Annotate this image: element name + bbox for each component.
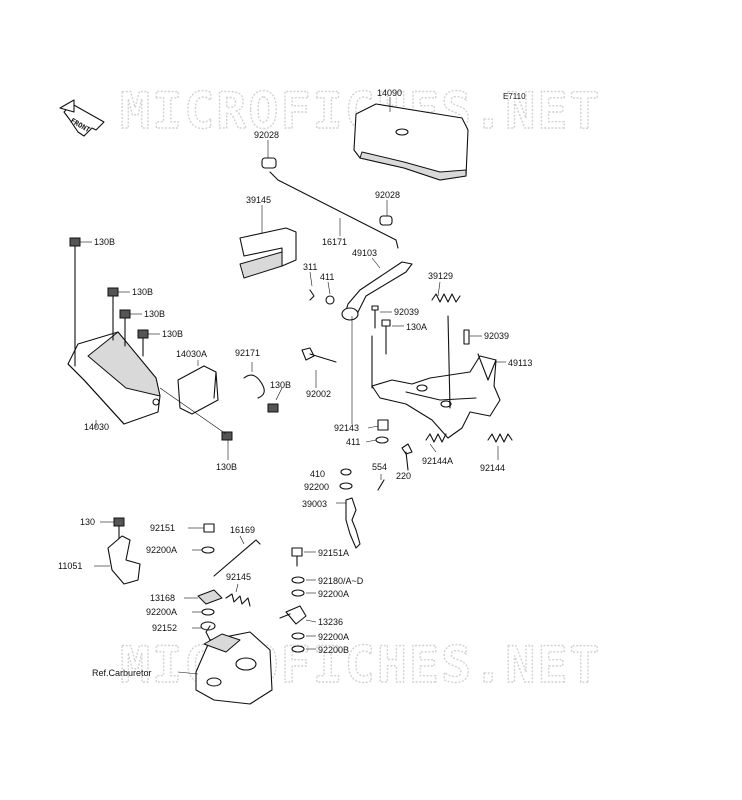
part-92151A-screw — [291, 547, 316, 567]
label-220: 220 — [396, 471, 411, 481]
part-92143-collar — [367, 419, 389, 431]
label-13236: 13236 — [318, 617, 343, 627]
part-13236-lever — [279, 605, 317, 625]
label-130B-5: 130B — [270, 380, 291, 390]
part-554-pin — [377, 474, 385, 491]
part-16171-rod — [269, 171, 399, 249]
label-92039-right: 92039 — [484, 331, 509, 341]
label-49113: 49113 — [508, 358, 532, 368]
part-39129-spring — [431, 281, 461, 303]
label-92200-mid: 92200 — [304, 482, 329, 492]
label-92002: 92002 — [306, 389, 331, 399]
part-16169-rod — [213, 535, 261, 577]
part-92145-spring — [225, 583, 251, 607]
part-92002-bolt — [301, 347, 337, 388]
label-554: 554 — [372, 462, 387, 472]
label-92143: 92143 — [334, 423, 359, 433]
label-92200A-4: 92200A — [318, 632, 349, 642]
part-92180-washer — [291, 576, 316, 584]
label-92151: 92151 — [150, 523, 175, 533]
part-411-washer-lower — [365, 436, 389, 444]
part-130A-bolt — [381, 319, 404, 355]
label-14030A: 14030A — [176, 349, 207, 359]
part-39145-pad — [239, 205, 297, 279]
label-130B-2: 130B — [132, 287, 153, 297]
label-92144A: 92144A — [422, 456, 453, 466]
part-92151-screw — [188, 523, 215, 533]
label-130B-4: 130B — [162, 329, 183, 339]
label-92028-top: 92028 — [254, 130, 279, 140]
part-49103-lever — [341, 257, 413, 321]
label-92171: 92171 — [235, 348, 260, 358]
label-130: 130 — [80, 517, 95, 527]
part-92200A-washer-2 — [192, 608, 215, 616]
part-130B-bolt-6 — [159, 387, 233, 460]
label-130B-6: 130B — [216, 462, 237, 472]
label-ref-carburetor: Ref.Carburetor — [92, 668, 152, 678]
part-92152-screw — [192, 621, 216, 631]
part-92028-clip-mid — [379, 200, 393, 226]
part-92144A-spring — [425, 433, 447, 453]
part-14030A-bracket — [177, 360, 219, 415]
label-92200A-3: 92200A — [318, 589, 349, 599]
part-13168-plate — [184, 589, 223, 605]
label-92200A-1: 92200A — [146, 545, 177, 555]
label-13168: 13168 — [150, 593, 175, 603]
label-39129: 39129 — [428, 271, 453, 281]
label-92180: 92180/A~D — [318, 576, 364, 586]
part-411-washer-upper — [325, 281, 335, 305]
part-220-screw — [401, 443, 413, 471]
part-130B-bolt-4 — [137, 329, 160, 357]
part-410-washer — [340, 468, 352, 476]
label-130B-1: 130B — [94, 237, 115, 247]
part-130B-bolt-5 — [267, 387, 283, 413]
label-411-lower: 411 — [346, 437, 360, 447]
label-311: 311 — [303, 262, 317, 272]
part-130B-bolt-2 — [107, 287, 130, 341]
part-49113-bracket — [371, 315, 506, 439]
part-92200A-washer-1 — [192, 546, 215, 554]
label-130B-3: 130B — [144, 309, 165, 319]
label-49103: 49103 — [352, 248, 377, 258]
label-92200A-2: 92200A — [146, 607, 177, 617]
part-92039-bolt-mid — [371, 305, 392, 329]
part-92200B-washer — [291, 645, 316, 653]
part-92200-washer — [339, 482, 353, 490]
part-carburetor — [177, 625, 273, 705]
front-arrow-icon: FRONT — [59, 99, 105, 137]
label-16171: 16171 — [322, 237, 347, 247]
part-11051-bracket — [94, 535, 141, 585]
label-92145: 92145 — [226, 572, 251, 582]
label-92039-mid: 92039 — [394, 307, 419, 317]
label-11051: 11051 — [58, 561, 82, 571]
label-130A: 130A — [406, 322, 427, 332]
label-411-upper: 411 — [320, 272, 334, 282]
label-16169: 16169 — [230, 525, 255, 535]
part-92144-spring — [487, 433, 513, 460]
label-14030: 14030 — [84, 422, 109, 432]
part-92171-hose — [243, 362, 265, 399]
label-39145: 39145 — [246, 195, 271, 205]
part-14090-cover — [353, 97, 469, 181]
label-92151A: 92151A — [318, 548, 349, 558]
label-92152: 92152 — [152, 623, 177, 633]
part-92200A-washer-4 — [291, 632, 316, 640]
part-130B-bolt-3 — [119, 309, 142, 347]
watermark-bottom: MICROFICHES.NET — [120, 636, 602, 694]
label-92028-mid: 92028 — [375, 190, 400, 200]
label-39003: 39003 — [302, 499, 327, 509]
part-92028-clip-top — [261, 140, 277, 169]
label-92200B: 92200B — [318, 645, 349, 655]
part-14030-box — [67, 331, 161, 428]
part-39003-lever — [336, 497, 361, 549]
label-410: 410 — [310, 469, 325, 479]
part-92039-pin-right — [463, 329, 482, 345]
part-311-clip — [309, 271, 315, 301]
label-14090: 14090 — [377, 88, 402, 98]
part-92200A-washer-3 — [291, 589, 316, 597]
diagram-code: E7110 — [503, 92, 526, 101]
part-130B-bolt-1 — [69, 237, 92, 367]
label-92144: 92144 — [480, 463, 505, 473]
